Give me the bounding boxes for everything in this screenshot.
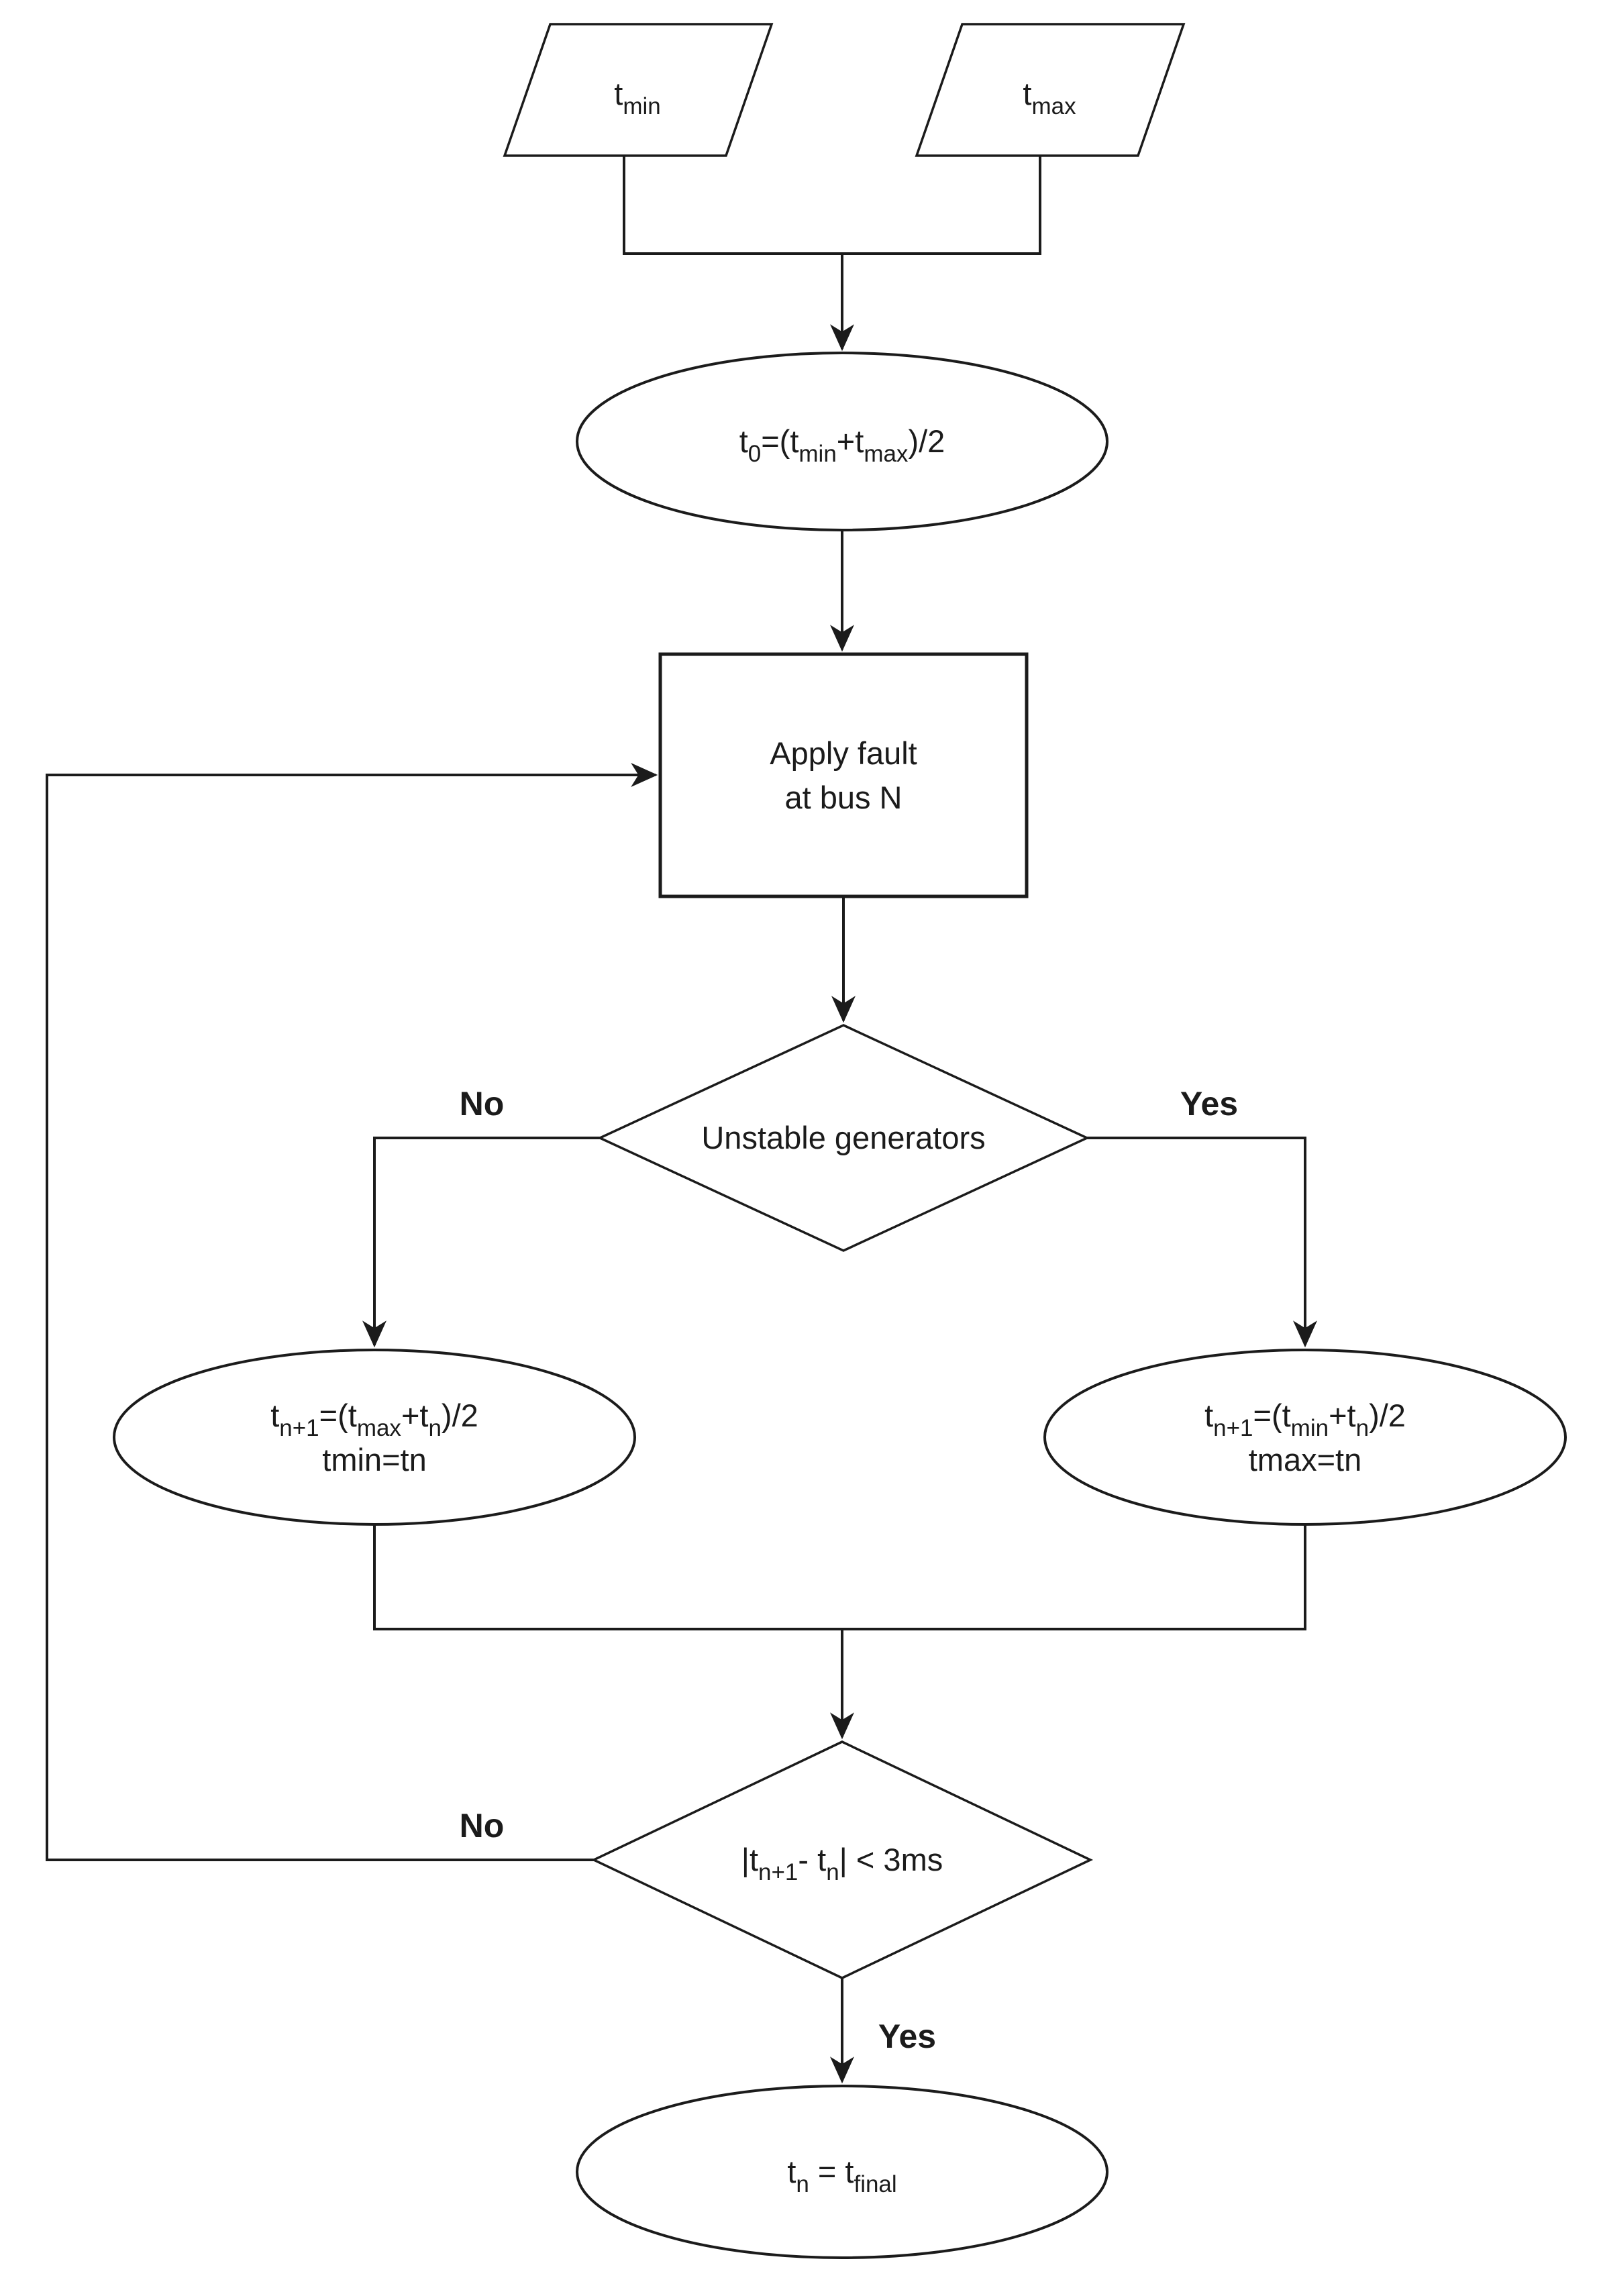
decision-converged-shape [590, 1740, 1094, 1979]
update-yes-branch-label: tn+1=(tmin+tn)/2 [1204, 1398, 1406, 1441]
edge-unstable-yes [1087, 1137, 1317, 1348]
update-yes-branch-label: tmax=tn [1249, 1442, 1362, 1477]
input-tmax-label: tmax [1023, 76, 1076, 119]
edge-unstable-no [362, 1137, 600, 1348]
input-tmax-shape [915, 23, 1186, 157]
decision-unstable-generators-label: Unstable generators [701, 1120, 985, 1155]
process-apply-fault-label: Apply fault [770, 735, 917, 771]
update-no-branch-label: tmin=tn [322, 1442, 426, 1477]
update-no-branch-shape [113, 1349, 636, 1526]
edge-converged-no-loop [46, 763, 658, 1861]
label-converged-yes: Yes [878, 2018, 936, 2055]
label-unstable-yes: Yes [1180, 1085, 1238, 1123]
terminal-final-label: tn = tfinal [787, 2154, 896, 2197]
edges-layer [46, 156, 1317, 2084]
init-t0-label: t0=(tmin+tmax)/2 [739, 423, 945, 467]
decision-converged-label: |tn+1- tn| < 3ms [741, 1842, 943, 1885]
label-converged-no: No [460, 1807, 505, 1844]
init-t0-shape [576, 352, 1108, 531]
label-unstable-no: No [460, 1085, 505, 1123]
update-yes-branch-shape [1043, 1349, 1567, 1526]
input-tmin-shape [503, 23, 774, 157]
decision-unstable-generators-shape [597, 1024, 1090, 1252]
terminal-final-shape [576, 2085, 1108, 2259]
input-tmin-label: tmin [614, 76, 660, 119]
update-no-branch-label: tn+1=(tmax+tn)/2 [270, 1398, 478, 1441]
process-apply-fault-shape [658, 652, 1029, 898]
process-apply-fault-label: at bus N [784, 780, 902, 815]
